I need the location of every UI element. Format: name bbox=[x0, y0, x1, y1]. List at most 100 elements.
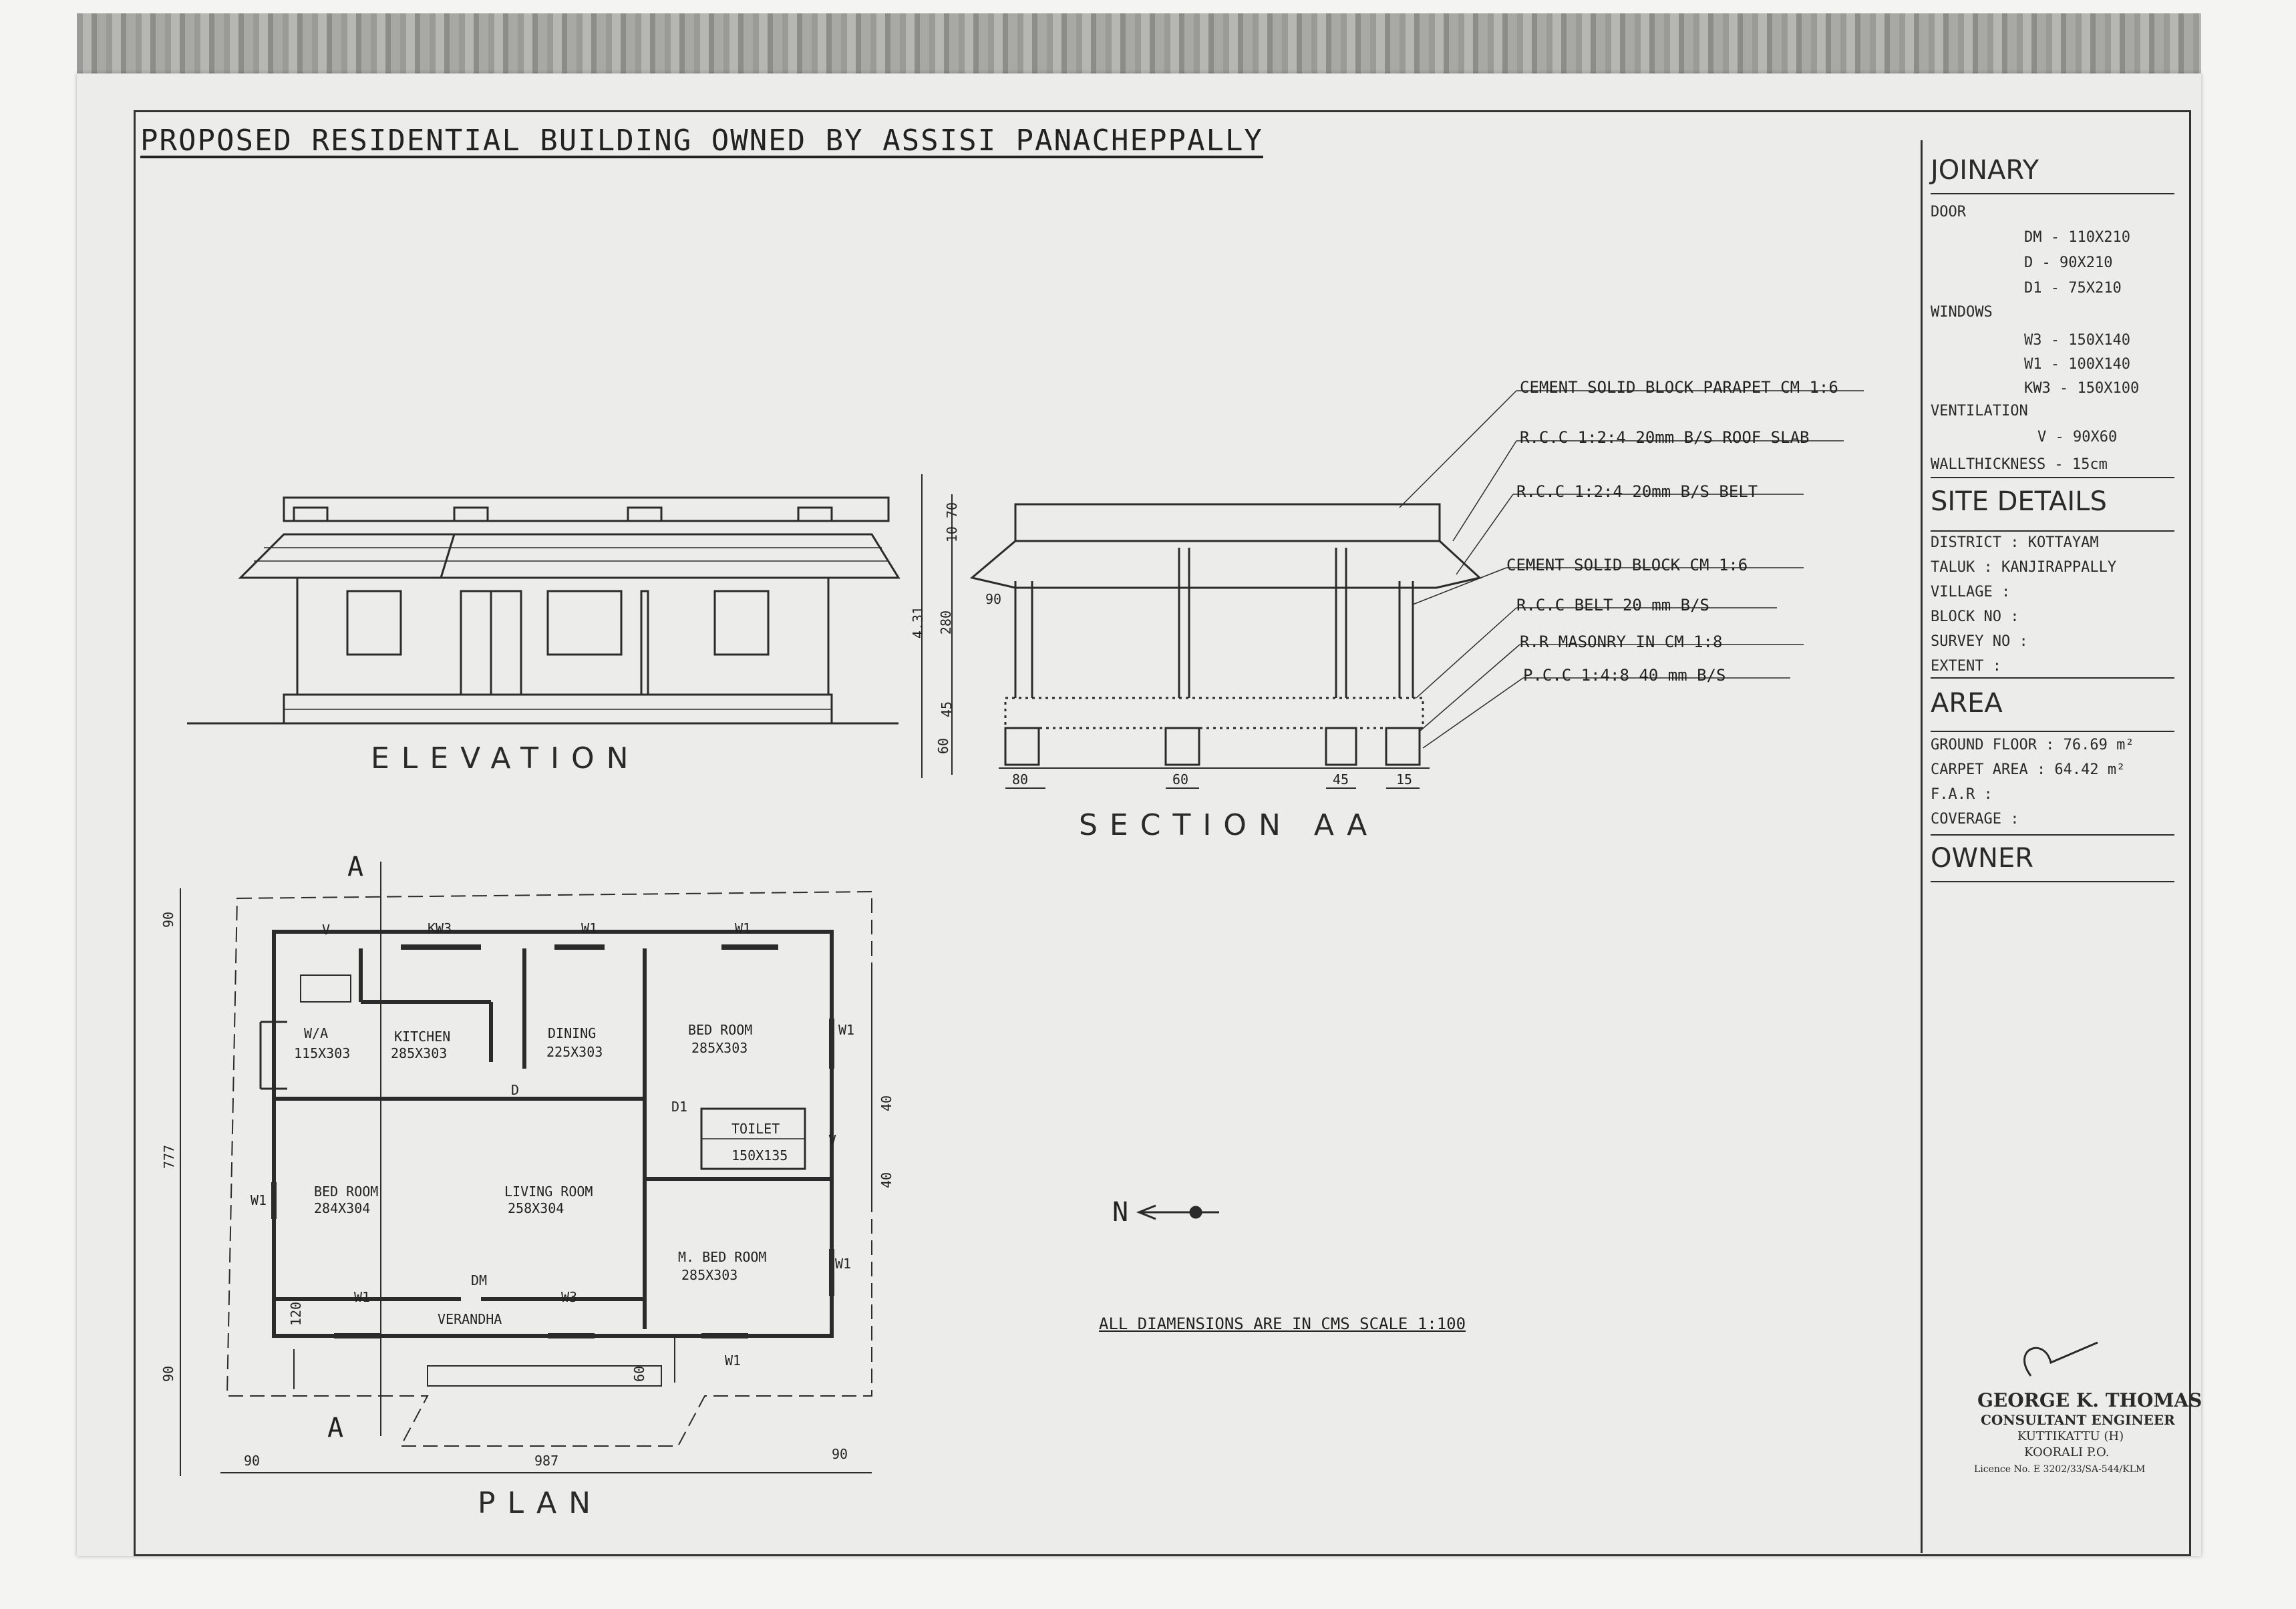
window-mark: W1 bbox=[735, 920, 752, 936]
site-field: VILLAGE : bbox=[1931, 584, 2011, 600]
dim-bottom-right: 90 bbox=[832, 1446, 848, 1462]
room-name: BED ROOM bbox=[314, 1184, 379, 1200]
scale-note: ALL DIAMENSIONS ARE IN CMS SCALE 1:100 bbox=[1099, 1314, 1466, 1333]
window-spec: KW3 - 150X100 bbox=[2024, 380, 2140, 397]
panel-label: DOOR bbox=[1931, 204, 1966, 220]
door-mark: D bbox=[511, 1082, 520, 1098]
door-mark: DM bbox=[471, 1272, 488, 1288]
site-field: SURVEY NO : bbox=[1931, 633, 2028, 650]
room-name: VERANDHA bbox=[438, 1311, 502, 1327]
door-spec: DM - 110X210 bbox=[2024, 229, 2130, 246]
dim-step: 60 bbox=[631, 1365, 648, 1383]
site-field: TALUK : KANJIRAPPALLY bbox=[1931, 559, 2117, 576]
area-heading: AREA bbox=[1931, 688, 2003, 719]
room-name: TOILET bbox=[731, 1121, 780, 1137]
window-mark: W1 bbox=[725, 1353, 742, 1369]
panel-label: VENTILATION bbox=[1931, 403, 2028, 419]
door-spec: D1 - 75X210 bbox=[2024, 280, 2122, 297]
photo-background bbox=[77, 13, 2201, 80]
window-spec: W3 - 150X140 bbox=[2024, 332, 2130, 349]
room-size: 285X303 bbox=[691, 1040, 748, 1056]
room-name: KITCHEN bbox=[394, 1029, 451, 1045]
section-note: R.C.C BELT 20 mm B/S bbox=[1516, 596, 1709, 614]
window-spec: W1 - 100X140 bbox=[2024, 356, 2130, 373]
wall-thickness: WALLTHICKNESS - 15cm bbox=[1931, 456, 2108, 473]
area-field: GROUND FLOOR : 76.69 m² bbox=[1931, 737, 2134, 753]
room-name: LIVING ROOM bbox=[504, 1184, 593, 1200]
area-field: F.A.R : bbox=[1931, 786, 1993, 803]
dim-total: 4.31 bbox=[910, 606, 927, 639]
stamp-line: Licence No. E 3202/33/SA-544/KLM bbox=[1974, 1464, 2146, 1475]
vent-spec: V - 90X60 bbox=[2037, 429, 2118, 445]
drawing-sheet bbox=[77, 73, 2201, 1556]
dim-bottom-left: 90 bbox=[244, 1453, 261, 1469]
plan-label: PLAN bbox=[478, 1486, 603, 1520]
dim-right: 40 bbox=[878, 1172, 895, 1189]
dim-left-bottom: 90 bbox=[160, 1365, 177, 1383]
dim-footing: 45 bbox=[1333, 771, 1349, 787]
elevation-label: ELEVATION bbox=[371, 741, 641, 775]
site-field: EXTENT : bbox=[1931, 658, 2001, 675]
section-note: R.R MASONRY IN CM 1:8 bbox=[1520, 633, 1723, 651]
dim-plinth: 45 bbox=[939, 701, 955, 718]
room-size: 258X304 bbox=[508, 1200, 564, 1216]
window-mark: W1 bbox=[838, 1022, 855, 1038]
section-note: R.C.C 1:2:4 20mm B/S BELT bbox=[1516, 482, 1758, 501]
dim-plinth: 60 bbox=[935, 737, 952, 755]
room-size: 115X303 bbox=[294, 1045, 351, 1061]
window-mark: W3 bbox=[561, 1289, 578, 1305]
dim-footing: 60 bbox=[1172, 771, 1189, 787]
panel-label: WINDOWS bbox=[1931, 304, 1993, 321]
room-size: 285X303 bbox=[681, 1267, 738, 1283]
dim-wall: 280 bbox=[938, 610, 955, 635]
section-note: CEMENT SOLID BLOCK PARAPET CM 1:6 bbox=[1520, 378, 1838, 397]
section-mark: A bbox=[347, 852, 364, 882]
site-field: DISTRICT : KOTTAYAM bbox=[1931, 534, 2099, 551]
section-note: R.C.C 1:2:4 20mm B/S ROOF SLAB bbox=[1520, 428, 1810, 447]
door-mark: D1 bbox=[671, 1099, 688, 1115]
north-label: N bbox=[1112, 1197, 1129, 1228]
window-mark: W1 bbox=[354, 1289, 371, 1305]
window-mark: W1 bbox=[835, 1256, 852, 1272]
site-heading: SITE DETAILS bbox=[1931, 486, 2107, 517]
section-note: P.C.C 1:4:8 40 mm B/S bbox=[1523, 666, 1726, 685]
drawing-title: PROPOSED RESIDENTIAL BUILDING OWNED BY A… bbox=[140, 124, 1263, 158]
section-note: CEMENT SOLID BLOCK CM 1:6 bbox=[1506, 556, 1748, 574]
dim-bottom: 987 bbox=[534, 1453, 559, 1469]
stamp-line: KOORALI P.O. bbox=[2024, 1445, 2110, 1459]
dim-footing: 80 bbox=[1012, 771, 1029, 787]
room-size: 225X303 bbox=[546, 1044, 603, 1060]
dim-parapet: 10 70 bbox=[944, 502, 961, 543]
room-size: 285X303 bbox=[391, 1045, 448, 1061]
area-field: CARPET AREA : 64.42 m² bbox=[1931, 761, 2126, 778]
dim-footing: 15 bbox=[1396, 771, 1413, 787]
room-name: W/A bbox=[304, 1025, 329, 1041]
room-name: M. BED ROOM bbox=[678, 1249, 767, 1265]
dim-top: 90 bbox=[160, 911, 177, 928]
title-panel-divider bbox=[1921, 140, 1923, 1553]
room-size: 284X304 bbox=[314, 1200, 371, 1216]
joinary-heading: JOINARY bbox=[1931, 155, 2039, 186]
owner-heading: OWNER bbox=[1931, 843, 2034, 874]
room-name: DINING bbox=[548, 1025, 597, 1041]
vent-mark: V bbox=[828, 1132, 837, 1148]
door-spec: D - 90X210 bbox=[2024, 254, 2113, 271]
dim-veranda: 120 bbox=[288, 1301, 305, 1326]
site-field: BLOCK NO : bbox=[1931, 608, 2019, 625]
section-label: SECTION AA bbox=[1079, 808, 1379, 842]
window-mark: KW3 bbox=[428, 920, 452, 936]
plan-drawing bbox=[180, 862, 872, 1476]
stamp-line: CONSULTANT ENGINEER bbox=[1981, 1412, 2175, 1428]
area-field: COVERAGE : bbox=[1931, 811, 2019, 828]
drawing-border bbox=[134, 110, 2191, 1556]
elevation-drawing bbox=[187, 496, 900, 725]
section-mark: A bbox=[327, 1413, 344, 1443]
dim-left: 777 bbox=[161, 1144, 178, 1170]
stamp-name: GEORGE K. THOMAS bbox=[1977, 1389, 2202, 1411]
dim-eave: 90 bbox=[985, 591, 1002, 607]
room-name: BED ROOM bbox=[688, 1022, 753, 1038]
stamp-line: KUTTIKATTU (H) bbox=[2017, 1429, 2124, 1443]
north-arrow-icon bbox=[1136, 1204, 1219, 1220]
vent-mark: V bbox=[322, 922, 331, 938]
